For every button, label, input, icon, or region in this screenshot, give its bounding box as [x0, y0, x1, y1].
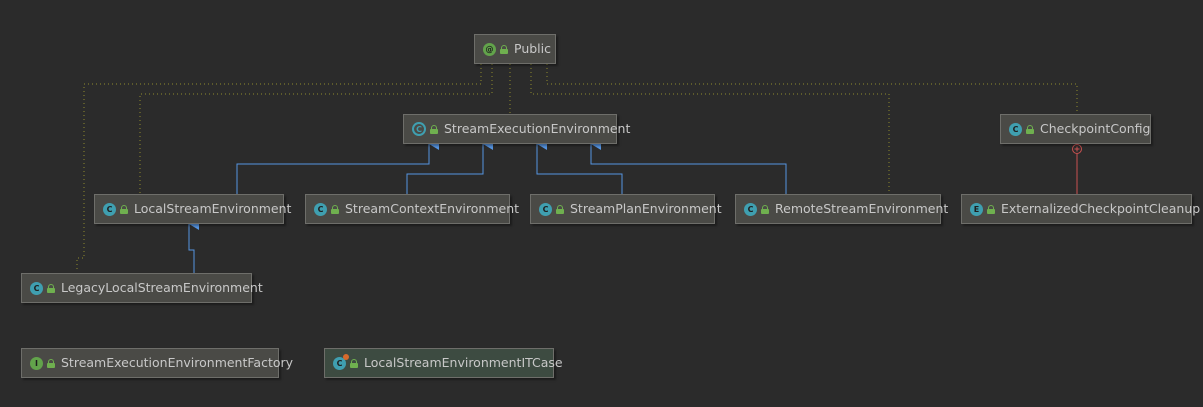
public-lock-icon — [556, 204, 564, 214]
node-label: RemoteStreamEnvironment — [775, 200, 949, 216]
node-label: StreamExecutionEnvironment — [444, 120, 631, 136]
node-stream-plan-environment[interactable]: C StreamPlanEnvironment — [530, 194, 722, 224]
node-label: StreamContextEnvironment — [345, 200, 520, 216]
public-lock-icon — [987, 204, 995, 214]
interface-icon: I — [30, 356, 43, 370]
annotation-link-legacy — [76, 64, 482, 272]
annotation-links — [76, 64, 1078, 272]
public-lock-icon — [331, 204, 339, 214]
public-lock-icon — [500, 44, 508, 54]
node-label: ExternalizedCheckpointCleanup — [1001, 200, 1201, 216]
enum-icon: E — [970, 202, 983, 216]
extends-plan-to-stream-exec — [536, 138, 623, 194]
extends-local-to-stream-exec — [236, 138, 439, 194]
annotation-link-checkpoint — [546, 64, 1078, 114]
node-stream-context-environment[interactable]: C StreamContextEnvironment — [305, 194, 519, 224]
node-label: StreamPlanEnvironment — [570, 200, 722, 216]
class-icon: C — [103, 202, 116, 216]
test-marker-icon — [343, 353, 349, 360]
node-label: LocalStreamEnvironment — [134, 200, 292, 216]
class-icon: C — [1009, 122, 1022, 136]
node-checkpoint-config[interactable]: C CheckpointConfig — [1000, 114, 1151, 144]
node-local-stream-environment[interactable]: C LocalStreamEnvironment — [94, 194, 291, 224]
node-label: LegacyLocalStreamEnvironment — [61, 279, 263, 295]
abstract-class-icon: C — [412, 122, 426, 136]
extends-legacy-to-local — [188, 218, 199, 273]
public-lock-icon — [120, 204, 128, 214]
public-lock-icon — [430, 124, 438, 134]
class-icon: C — [539, 202, 552, 216]
node-label: StreamExecutionEnvironmentFactory — [61, 354, 294, 370]
node-public[interactable]: @ Public — [474, 34, 556, 64]
public-lock-icon — [1026, 124, 1034, 134]
public-lock-icon — [47, 358, 55, 368]
node-legacy-local-stream-environment[interactable]: C LegacyLocalStreamEnvironment — [21, 273, 263, 303]
annotation-link-local — [139, 64, 493, 194]
extends-remote-to-stream-exec — [590, 138, 787, 194]
extends-links — [188, 138, 787, 273]
node-remote-stream-environment[interactable]: C RemoteStreamEnvironment — [735, 194, 948, 224]
annotation-link-remote — [530, 64, 890, 194]
node-label: Public — [514, 40, 551, 56]
public-lock-icon — [47, 283, 55, 293]
public-lock-icon — [761, 204, 769, 214]
class-icon: C — [30, 281, 43, 295]
node-label: CheckpointConfig — [1040, 120, 1151, 136]
class-kind-glyph: C — [336, 358, 343, 368]
node-externalized-checkpoint-cleanup[interactable]: E ExternalizedCheckpointCleanup — [961, 194, 1200, 224]
test-class-icon: C — [333, 353, 349, 370]
class-icon: C — [744, 202, 757, 216]
extends-context-to-stream-exec — [406, 138, 493, 194]
class-icon: C — [314, 202, 327, 216]
node-stream-execution-environment-factory[interactable]: I StreamExecutionEnvironmentFactory — [21, 348, 293, 378]
node-stream-execution-environment[interactable]: C StreamExecutionEnvironment — [403, 114, 630, 144]
inner-class-link — [1072, 144, 1082, 194]
node-label: LocalStreamEnvironmentITCase — [364, 354, 563, 370]
node-local-stream-environment-itcase[interactable]: C LocalStreamEnvironmentITCase — [324, 348, 563, 378]
annotation-icon: @ — [483, 42, 496, 56]
public-lock-icon — [350, 358, 358, 368]
